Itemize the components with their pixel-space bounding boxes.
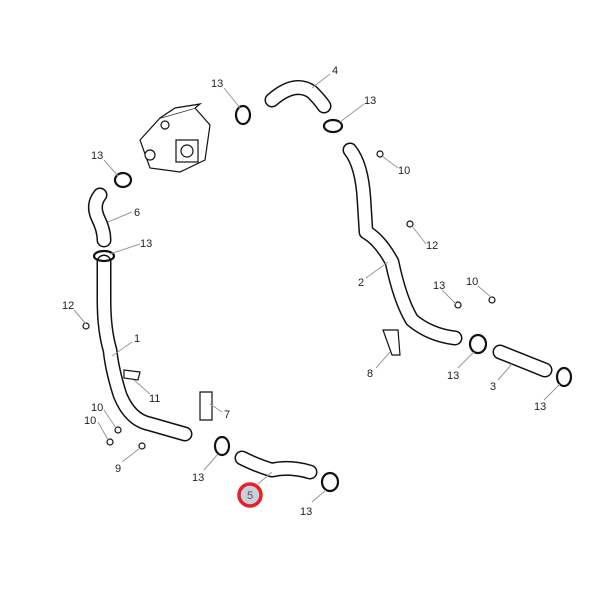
label-5[interactable]: 5 [247, 490, 253, 502]
label-12[interactable]: 12 [426, 240, 438, 252]
label-13[interactable]: 13 [91, 150, 103, 162]
label-8[interactable]: 8 [367, 368, 373, 380]
hose-5[interactable] [234, 450, 318, 480]
label-10[interactable]: 10 [466, 276, 478, 288]
brackets [82, 150, 496, 450]
label-4[interactable]: 4 [332, 65, 338, 77]
label-13[interactable]: 13 [192, 472, 204, 484]
label-3[interactable]: 3 [490, 381, 496, 393]
label-2[interactable]: 2 [358, 277, 364, 289]
label-13[interactable]: 13 [364, 95, 376, 107]
label-12[interactable]: 12 [62, 300, 74, 312]
label-13[interactable]: 13 [534, 401, 546, 413]
hose-4[interactable] [264, 80, 332, 114]
label-13[interactable]: 13 [300, 506, 312, 518]
label-9[interactable]: 9 [115, 463, 121, 475]
leader-lines [73, 73, 561, 503]
label-13[interactable]: 13 [140, 238, 152, 250]
label-6[interactable]: 6 [134, 207, 140, 219]
part-labels: 13 4 13 10 13 6 13 12 2 12 13 10 1 8 13 … [62, 65, 546, 518]
label-11[interactable]: 11 [149, 393, 160, 405]
highlighted-part-5-marker[interactable]: 5 [237, 482, 263, 508]
label-1[interactable]: 1 [134, 333, 140, 345]
label-10[interactable]: 10 [84, 415, 96, 427]
pipe-2[interactable] [342, 142, 463, 346]
hose-clamps [92, 104, 573, 493]
label-7[interactable]: 7 [224, 409, 230, 421]
label-10[interactable]: 10 [398, 165, 410, 177]
label-13[interactable]: 13 [433, 280, 445, 292]
pipe-1[interactable] [96, 254, 193, 442]
label-13[interactable]: 13 [447, 370, 459, 382]
label-10[interactable]: 10 [91, 402, 103, 414]
hose-6[interactable] [87, 187, 112, 248]
hose-3[interactable] [492, 344, 553, 378]
label-13[interactable]: 13 [211, 78, 223, 90]
thermostat-housing[interactable] [139, 103, 211, 173]
